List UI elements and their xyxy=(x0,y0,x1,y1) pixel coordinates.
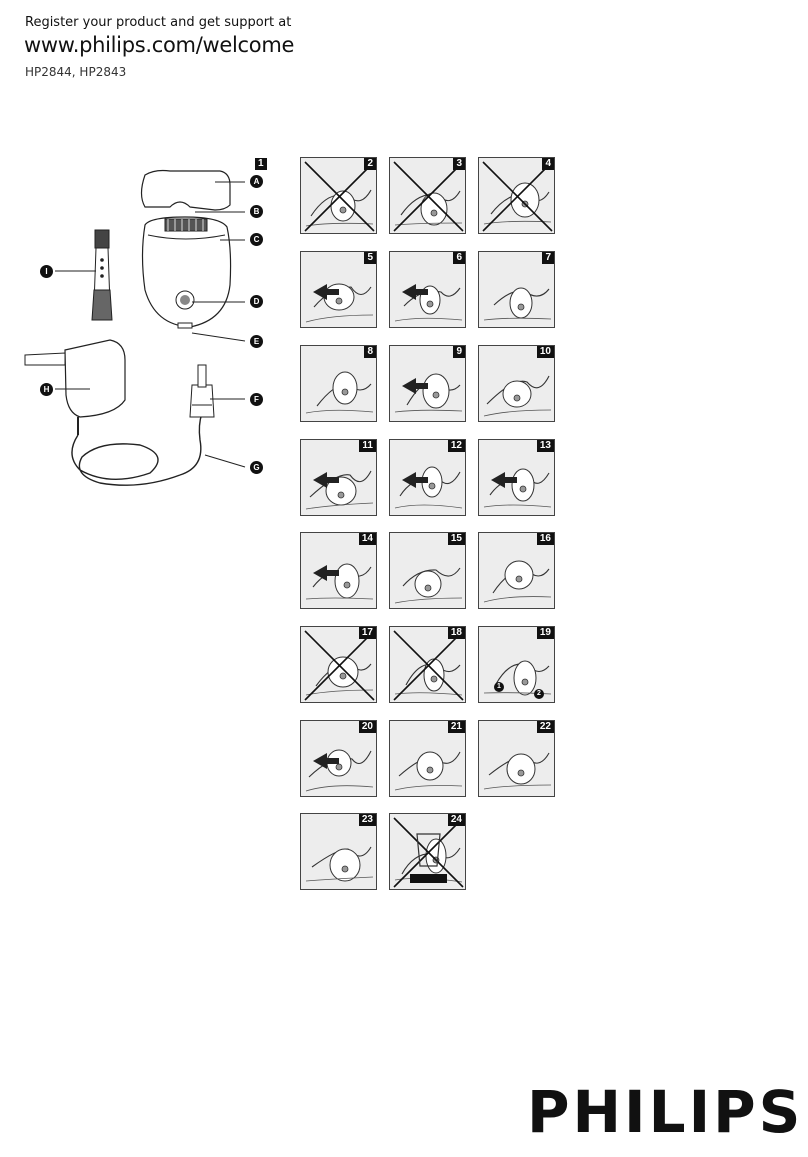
panel-illustration xyxy=(483,287,552,321)
panel-number: 22 xyxy=(536,721,554,733)
instruction-panel-20: 20 xyxy=(300,720,377,797)
step-marker-1: 1 xyxy=(494,682,504,692)
panel-illustration xyxy=(304,630,375,701)
panel-illustration xyxy=(483,375,552,417)
panel-number: 17 xyxy=(358,627,376,639)
panel-illustration xyxy=(305,470,374,510)
panel-illustration xyxy=(305,749,374,792)
instruction-panel-21: 21 xyxy=(389,720,466,797)
instruction-panel-13: 13 xyxy=(478,439,555,516)
instruction-panel-3: 3 xyxy=(389,157,466,234)
instruction-panel-14: 14 xyxy=(300,532,377,609)
instruction-panel-10: 10 xyxy=(478,345,555,422)
panel-illustration xyxy=(483,660,552,696)
panel-number: 11 xyxy=(359,440,376,452)
panel-number: 3 xyxy=(453,158,465,170)
step-marker-2: 2 xyxy=(534,689,544,699)
panel-illustration xyxy=(394,567,463,604)
instruction-panel-7: 7 xyxy=(478,251,555,328)
panel-number: 21 xyxy=(447,721,465,733)
part-label-g: G xyxy=(250,461,263,474)
product-overview-figure: 1 xyxy=(20,155,275,500)
panel-number: 10 xyxy=(536,346,554,358)
panel-number: 8 xyxy=(364,346,376,358)
panel-number: 7 xyxy=(542,252,554,264)
panel-number: 2 xyxy=(364,158,376,170)
panel-illustration xyxy=(305,283,374,323)
instruction-panel-8: 8 xyxy=(300,345,377,422)
instruction-panel-24: 24 xyxy=(389,813,466,890)
panel-illustration xyxy=(483,468,552,508)
instruction-panel-18: 18 xyxy=(389,626,466,703)
instruction-panel-2: 2 xyxy=(300,157,377,234)
panel-illustration xyxy=(394,373,463,413)
panel-number: 24 xyxy=(447,814,465,826)
figure-number: 1 xyxy=(255,158,267,170)
panel-number: 18 xyxy=(447,627,465,639)
epilator-diagram xyxy=(24,169,246,486)
panel-number: 14 xyxy=(358,533,376,545)
instruction-panel-15: 15 xyxy=(389,532,466,609)
model-numbers: HP2844, HP2843 xyxy=(25,65,127,79)
panel-number: 23 xyxy=(358,814,376,826)
panel-illustration xyxy=(394,466,463,509)
part-label-b: B xyxy=(250,205,263,218)
instruction-panel-4: 4 xyxy=(478,157,555,234)
panel-number: 13 xyxy=(536,440,554,452)
instruction-panel-22: 22 xyxy=(478,720,555,797)
part-label-i: I xyxy=(40,265,53,278)
panel-number: 5 xyxy=(364,252,376,264)
instruction-panel-23: 23 xyxy=(300,813,377,890)
part-label-e: E xyxy=(250,335,263,348)
register-text: Register your product and get support at xyxy=(25,15,292,30)
panel-number: 12 xyxy=(447,440,465,452)
panel-illustration xyxy=(305,563,374,600)
instruction-panel-17: 17 xyxy=(300,626,377,703)
panel-illustration xyxy=(483,752,552,790)
panel-number: 20 xyxy=(358,721,376,733)
panel-illustration xyxy=(305,846,374,882)
panel-illustration xyxy=(394,284,463,322)
instruction-panel-16: 16 xyxy=(478,532,555,609)
panel-illustration xyxy=(393,161,464,232)
part-label-c: C xyxy=(250,233,263,246)
part-label-f: F xyxy=(250,393,263,406)
panel-number: 9 xyxy=(453,346,465,358)
part-label-h: H xyxy=(40,383,53,396)
panel-number: 16 xyxy=(536,533,554,545)
part-label-d: D xyxy=(250,295,263,308)
panel-number: 19 xyxy=(536,627,554,639)
panel-number: 6 xyxy=(453,252,465,264)
part-label-a: A xyxy=(250,175,263,188)
website-url[interactable]: www.philips.com/welcome xyxy=(24,33,295,57)
instruction-panel-5: 5 xyxy=(300,251,377,328)
philips-logo: PHILIPS xyxy=(527,1078,804,1146)
panel-illustration xyxy=(394,751,463,791)
instruction-panel-12: 12 xyxy=(389,439,466,516)
panel-number: 15 xyxy=(447,533,465,545)
panel-illustration xyxy=(393,817,464,888)
instruction-panel-11: 11 xyxy=(300,439,377,516)
instruction-panel-9: 9 xyxy=(389,345,466,422)
instruction-panel-6: 6 xyxy=(389,251,466,328)
panel-illustration xyxy=(304,161,375,232)
panel-illustration xyxy=(305,371,374,414)
panel-illustration xyxy=(393,630,464,701)
panel-illustration xyxy=(483,560,552,603)
panel-number: 4 xyxy=(542,158,554,170)
panel-illustration xyxy=(482,161,553,232)
